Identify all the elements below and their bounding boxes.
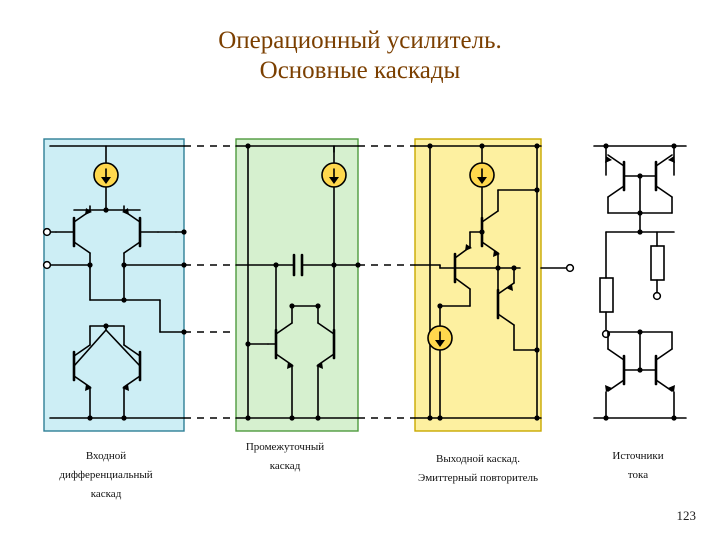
input-stage-schematic — [42, 145, 187, 421]
page-number: 123 — [676, 508, 697, 523]
caption-intermediate-stage: Промежуточный каскад — [215, 438, 355, 476]
stage-block-intermediate — [235, 138, 359, 432]
stage-block-output — [414, 138, 542, 432]
title-line-2: Основные каскады — [259, 57, 461, 84]
dashed-connections — [184, 145, 415, 419]
current-sources-schematic — [593, 143, 687, 421]
caption-out-line-1: Выходной каскад. — [436, 453, 520, 465]
caption-mid-line-2: каскад — [269, 460, 301, 472]
title-line-1: Операционный усилитель. — [218, 27, 502, 54]
caption-input-line-2: дифференциальный — [59, 469, 153, 481]
intermediate-stage-schematic — [235, 143, 361, 421]
caption-src-line-2: тока — [627, 469, 649, 481]
caption-output-stage: Выходной каскад. Эмиттерный повторитель — [368, 450, 588, 488]
caption-current-sources: Источники тока — [578, 447, 698, 485]
stage-block-input — [43, 138, 185, 432]
caption-out-line-2: Эмиттерный повторитель — [417, 472, 539, 484]
output-stage-schematic — [414, 143, 575, 421]
caption-input-line-3: каскад — [90, 488, 122, 500]
caption-input-line-1: Входной — [85, 450, 127, 462]
caption-input-stage: Входной дифференциальный каскад — [22, 447, 190, 504]
page-title: Операционный усилитель. Основные каскады — [60, 26, 660, 86]
caption-mid-line-1: Промежуточный — [245, 441, 325, 453]
caption-src-line-1: Источники — [612, 450, 664, 462]
